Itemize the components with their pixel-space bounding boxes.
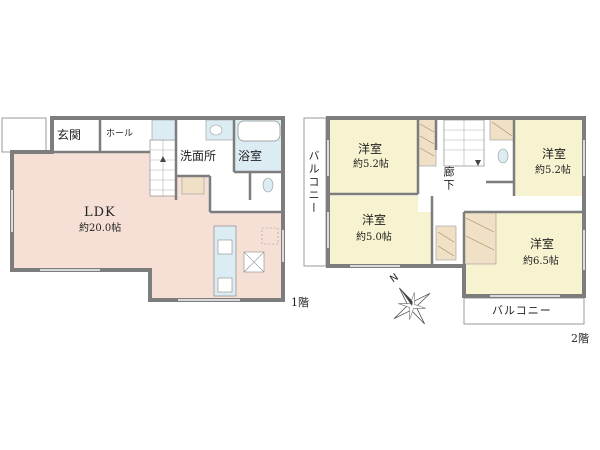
toilet-1f	[262, 177, 274, 193]
genkan-area	[52, 120, 100, 152]
balcony-bottom-label: バルコニー	[492, 304, 552, 317]
room-tl-area: 約5.2帖	[353, 159, 389, 170]
ldk-name: LDK	[84, 205, 116, 220]
hall-label: ホール	[106, 129, 134, 139]
yokushitsu-label: 浴室	[238, 149, 263, 163]
balcony-left-label: バルコニー	[307, 150, 320, 215]
stairs-arrow-2f	[475, 160, 481, 166]
room-bl-fill	[328, 196, 432, 266]
genkan-label: 玄関	[57, 128, 82, 142]
room-bl-area: 約5.0帖	[356, 232, 392, 243]
room-tr-name: 洋室	[542, 147, 567, 161]
stairs-arrow-1f	[160, 156, 166, 162]
room-tl-fill	[328, 118, 418, 194]
balcony-bottom	[463, 297, 585, 325]
ldk-room	[12, 152, 283, 300]
floor1-label: 1階	[291, 296, 309, 309]
room-br-area: 約6.5帖	[523, 256, 559, 267]
floor2-label: 2階	[571, 332, 589, 345]
kitchen-sink	[217, 239, 233, 255]
hall-area	[100, 120, 150, 152]
washer-spot	[151, 119, 177, 141]
toilet-2f	[497, 148, 509, 164]
room-tl-name: 洋室	[358, 142, 383, 156]
closet-bl	[435, 225, 457, 261]
room-bl-name: 洋室	[362, 213, 387, 227]
corridor-label: 廊下	[442, 166, 455, 192]
room-tr-area: 約5.2帖	[535, 165, 571, 176]
senmenjo-label: 洗面所	[180, 149, 217, 163]
closet-tl	[417, 117, 437, 167]
sink-basin	[209, 124, 223, 136]
room-tr-fill	[514, 118, 584, 196]
compass-icon	[393, 287, 431, 325]
bathtub	[237, 120, 281, 142]
closet-br	[463, 211, 497, 265]
entrance-porch	[1, 117, 47, 153]
storage-1f	[181, 175, 205, 195]
kitchen-stove	[217, 277, 233, 293]
ldk-area: 約20.0帖	[79, 223, 122, 234]
room-br-name: 洋室	[530, 237, 555, 251]
pantry-spot	[261, 227, 279, 245]
